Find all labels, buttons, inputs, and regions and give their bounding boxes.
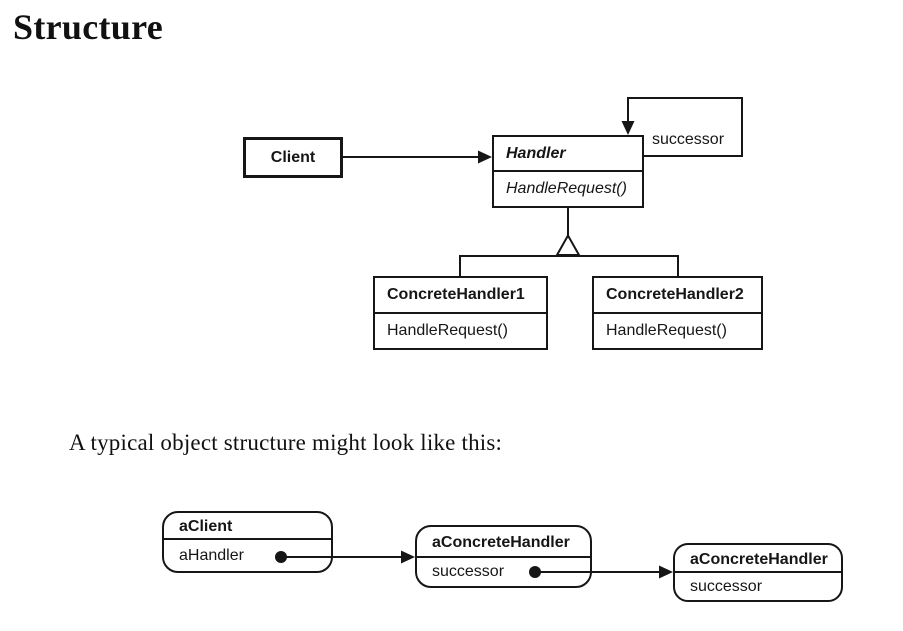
class-method-handler: HandleRequest() — [494, 170, 642, 206]
inheritance-triangle-icon — [555, 233, 581, 256]
class-name-client: Client — [270, 148, 316, 166]
object-name-aconcretehandler-2: aConcreteHandler — [690, 550, 828, 568]
ahandler-arrowhead-icon — [401, 550, 415, 564]
inheritance-rail-line — [459, 255, 679, 276]
class-name-concrete-handler-2: ConcreteHandler2 — [606, 286, 744, 303]
class-name-handler: Handler — [506, 144, 566, 162]
object-name-aconcretehandler-1: aConcreteHandler — [432, 534, 570, 551]
successor-arrowhead-icon — [621, 121, 635, 135]
class-box-client: Client — [243, 137, 343, 178]
successor-association-label: successor — [652, 131, 725, 148]
class-method-concrete-handler-1: HandleRequest() — [375, 312, 546, 348]
class-box-concrete-handler-1: ConcreteHandler1 HandleRequest() — [373, 276, 548, 350]
class-method-concrete-handler-2: HandleRequest() — [594, 312, 761, 348]
class-name-concrete-handler-1: ConcreteHandler1 — [387, 286, 525, 303]
section-heading: Structure — [13, 7, 164, 47]
class-box-concrete-handler-2: ConcreteHandler2 HandleRequest() — [592, 276, 763, 350]
object-box-aconcretehandler-1: aConcreteHandler successor — [415, 525, 592, 588]
object-box-aclient: aClient aHandler — [162, 511, 333, 573]
successor-arrowhead-2-icon — [659, 565, 673, 579]
object-box-aconcretehandler-2: aConcreteHandler successor — [673, 543, 843, 602]
client-to-handler-arrowhead-icon — [478, 150, 492, 164]
object-name-aclient: aClient — [179, 518, 233, 535]
class-box-handler: Handler HandleRequest() — [492, 135, 644, 208]
object-field-successor-2: successor — [675, 571, 841, 600]
caption-text: A typical object structure might look li… — [69, 430, 503, 455]
object-field-ahandler: aHandler — [164, 538, 331, 571]
object-field-successor-1: successor — [417, 556, 590, 586]
